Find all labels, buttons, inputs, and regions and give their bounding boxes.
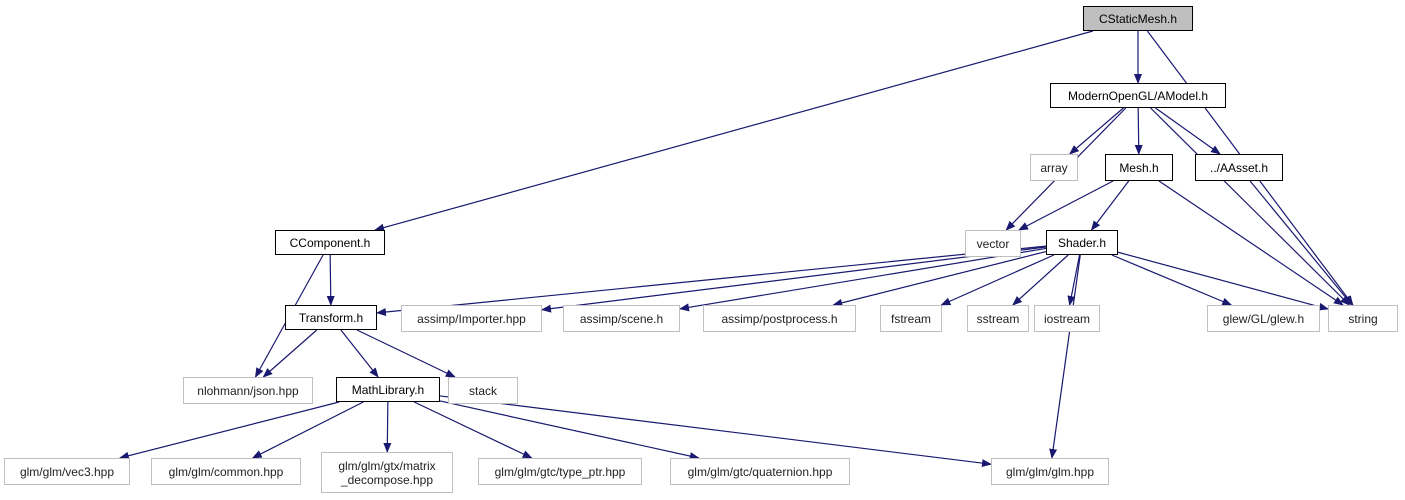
node-label: sstream [976, 311, 1020, 326]
node-label: CStaticMesh.h [1098, 11, 1178, 26]
edge-shader-to-sstream [1012, 254, 1069, 306]
edge-amodel-to-string [1150, 107, 1351, 306]
edge-shader-to-string [1117, 251, 1329, 311]
node-label: glm/glm/glm.hpp [1005, 464, 1095, 479]
node-cstaticmesh: CStaticMesh.h [1083, 6, 1193, 31]
node-scene: assimp/scene.h [563, 305, 680, 332]
node-stack: stack [448, 377, 518, 404]
node-label: glm/glm/gtx/matrix _decompose.hpp [338, 458, 436, 487]
edge-mathlib-to-common [251, 401, 364, 459]
node-label: stack [468, 383, 497, 398]
edge-shader-to-scene [679, 247, 1047, 312]
node-label: Mesh.h [1119, 160, 1159, 175]
node-label: iostream [1043, 311, 1090, 326]
node-label: glm/glm/vec3.hpp [19, 464, 115, 479]
node-label: CComponent.h [289, 235, 371, 250]
edge-mesh-to-vector [1018, 180, 1114, 231]
node-importer: assimp/Importer.hpp [401, 305, 542, 332]
node-amodel[interactable]: ModernOpenGL/AModel.h [1050, 83, 1226, 108]
node-label: array [1040, 160, 1068, 175]
edge-amodel-to-array [1068, 107, 1124, 155]
node-label: assimp/scene.h [579, 311, 664, 326]
edge-mathlib-to-quaternion [439, 400, 700, 460]
node-label: glm/glm/common.hpp [168, 464, 284, 479]
node-label: vector [976, 236, 1010, 251]
edge-shader-to-glmhpp [1049, 254, 1081, 459]
node-postprocess: assimp/postprocess.h [703, 305, 856, 332]
node-aasset[interactable]: ../AAsset.h [1195, 154, 1283, 181]
edge-transform-to-stack [356, 329, 456, 378]
edge-mathlib-to-typeptr [413, 401, 533, 459]
node-matrix-decompose: glm/glm/gtx/matrix _decompose.hpp [321, 452, 453, 493]
node-transform[interactable]: Transform.h [285, 305, 377, 330]
edge-mesh-to-shader [1090, 180, 1130, 231]
node-label: MathLibrary.h [351, 382, 425, 397]
node-label: fstream [890, 311, 931, 326]
node-label: string [1348, 311, 1378, 326]
node-label: glm/glm/gtc/quaternion.hpp [687, 464, 833, 479]
edge-transform-to-json [262, 329, 318, 378]
node-json: nlohmann/json.hpp [183, 377, 313, 404]
node-mesh[interactable]: Mesh.h [1105, 154, 1173, 181]
node-label: glm/glm/gtc/type_ptr.hpp [494, 464, 626, 479]
node-string: string [1328, 305, 1398, 332]
edge-mesh-to-string [1158, 180, 1344, 306]
edge-aasset-to-string [1249, 180, 1353, 306]
node-quaternion: glm/glm/gtc/quaternion.hpp [670, 458, 850, 485]
node-type-ptr: glm/glm/gtc/type_ptr.hpp [478, 458, 642, 485]
node-ccomponent[interactable]: CComponent.h [275, 230, 385, 255]
edge-mathlib-to-glmhpp [439, 395, 992, 468]
node-shader[interactable]: Shader.h [1046, 230, 1118, 255]
edge-shader-to-transform [376, 245, 1047, 316]
node-mathlib[interactable]: MathLibrary.h [336, 377, 440, 402]
node-vec3: glm/glm/vec3.hpp [4, 458, 130, 485]
edge-shader-to-fstream [940, 254, 1055, 306]
edge-shader-to-importer [541, 246, 1047, 313]
node-sstream: sstream [967, 305, 1029, 332]
edge-cstaticmesh-to-ccomponent [374, 30, 1094, 232]
edge-mathlib-to-vec3 [118, 401, 340, 460]
node-label: Shader.h [1057, 235, 1107, 250]
node-label: assimp/postprocess.h [721, 311, 838, 326]
edge-shader-to-iostream [1067, 254, 1081, 306]
node-label: ModernOpenGL/AModel.h [1067, 88, 1209, 103]
node-glew: glew/GL/glew.h [1207, 305, 1320, 332]
node-array: array [1030, 154, 1078, 181]
node-label: assimp/Importer.hpp [417, 311, 526, 326]
node-fstream: fstream [880, 305, 942, 332]
edge-amodel-to-mesh [1134, 107, 1143, 155]
edge-transform-to-mathlib [340, 329, 379, 378]
edge-mathlib-to-matrix [383, 401, 392, 453]
node-common: glm/glm/common.hpp [151, 458, 301, 485]
node-glm-hpp: glm/glm/glm.hpp [991, 458, 1109, 485]
edge-amodel-to-aasset [1155, 107, 1221, 155]
node-iostream: iostream [1034, 305, 1100, 332]
node-vector: vector [965, 230, 1021, 257]
edge-shader-to-glew [1111, 254, 1233, 306]
node-label: glew/GL/glew.h [1222, 311, 1305, 326]
node-label: Transform.h [298, 310, 364, 325]
node-label: ../AAsset.h [1209, 160, 1269, 175]
node-label: nlohmann/json.hpp [197, 383, 299, 398]
edge-shader-to-postprocess [832, 250, 1047, 307]
edge-ccomponent-to-transform [326, 254, 335, 306]
